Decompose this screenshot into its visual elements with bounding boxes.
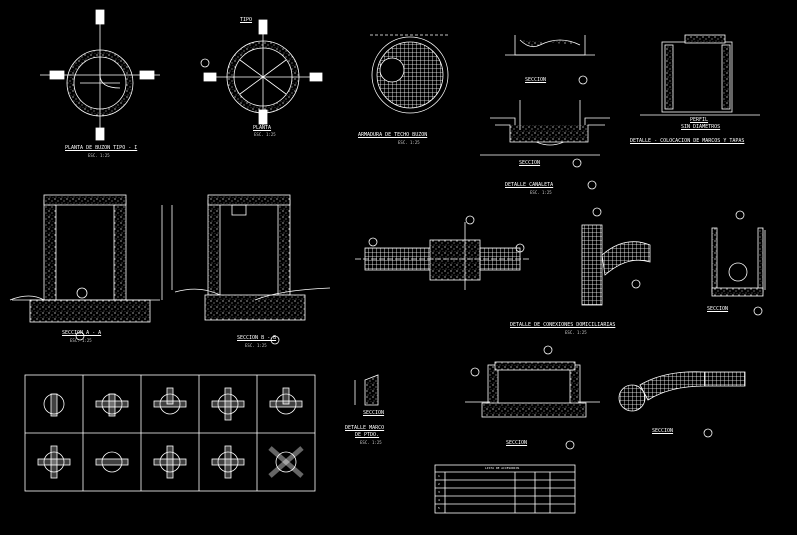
label-detalle-marco: DETALLE MARCO — [345, 425, 385, 431]
seccion-inferior-codo — [618, 371, 746, 438]
label-seccion-bottom2: SECCION — [652, 428, 674, 434]
conexion-y — [581, 207, 651, 306]
table-row-number: 5 — [438, 506, 440, 510]
armadura-techo — [370, 34, 450, 114]
scale-conexiones: ESC. 1:25 — [565, 330, 587, 335]
table-title: LISTA DE ACCESORIOS — [485, 466, 520, 470]
table-row-number: 3 — [438, 490, 440, 494]
scale-ptdo: ESC. 1:25 — [360, 440, 382, 445]
seccion-a-a — [9, 194, 163, 341]
scale-planta-1: ESC. 1:25 — [88, 153, 110, 158]
table-row-number: 1 — [438, 474, 440, 478]
conexion-tuberia-1 — [355, 215, 530, 290]
scale-armadura: ESC. 1:25 — [398, 140, 420, 145]
planta-buzon-tipo-1 — [40, 9, 160, 141]
scale-canaleta: ESC. 1:25 — [530, 190, 552, 195]
label-detalle-conexiones: DETALLE DE CONEXIONES DOMICILIARIAS — [510, 322, 616, 328]
seccion-b-b — [171, 194, 331, 345]
grid-cell-symbols — [37, 387, 304, 479]
detalle-marco-ptdo — [354, 374, 379, 406]
perfil-marcos — [640, 34, 760, 116]
scale-seccion-aa: ESC. 1:25 — [70, 338, 92, 343]
table-row-number: 4 — [438, 498, 440, 502]
label-tipo-tag: TIPO — [240, 17, 253, 23]
label-sin-diametros: SIN DIAMETROS — [681, 124, 721, 130]
seccion-inferior-1 — [465, 345, 600, 450]
label-seccion-bottom1: SECCION — [506, 440, 528, 446]
planta-buzon-2 — [200, 19, 323, 125]
label-seccion-bb: SECCION B - B — [237, 335, 277, 341]
lista-accesorios-table — [434, 464, 576, 514]
detalle-canaleta — [480, 100, 610, 190]
seccion-caja-derecha — [711, 210, 766, 316]
label-seccion-top: SECCION — [525, 77, 547, 83]
scale-seccion-bb: ESC. 1:25 — [245, 343, 267, 348]
label-de-ptdo: DE PTDO. — [355, 432, 380, 438]
label-planta-1: PLANTA DE BUZON TIPO - I — [65, 145, 138, 151]
label-seccion-aa: SECCION A - A — [62, 330, 102, 336]
label-seccion-right: SECCION — [707, 306, 729, 312]
label-planta-2: PLANTA — [253, 125, 272, 131]
label-perfil: PERFIL — [690, 117, 709, 123]
label-seccion-canaleta: SECCION — [519, 160, 541, 166]
label-seccion-small: SECCION — [363, 410, 385, 416]
seccion-canal-top — [505, 35, 595, 85]
detalle-grid-table — [24, 374, 316, 492]
label-armadura: ARMADURA DE TECHO BUZON — [358, 132, 428, 138]
label-detalle-canaleta: DETALLE CANALETA — [505, 182, 554, 188]
table-row-number: 2 — [438, 482, 440, 486]
label-detalle-marcos: DETALLE - COLOCACION DE MARCOS Y TAPAS — [630, 138, 745, 144]
scale-planta-2: ESC. 1:25 — [254, 132, 276, 137]
